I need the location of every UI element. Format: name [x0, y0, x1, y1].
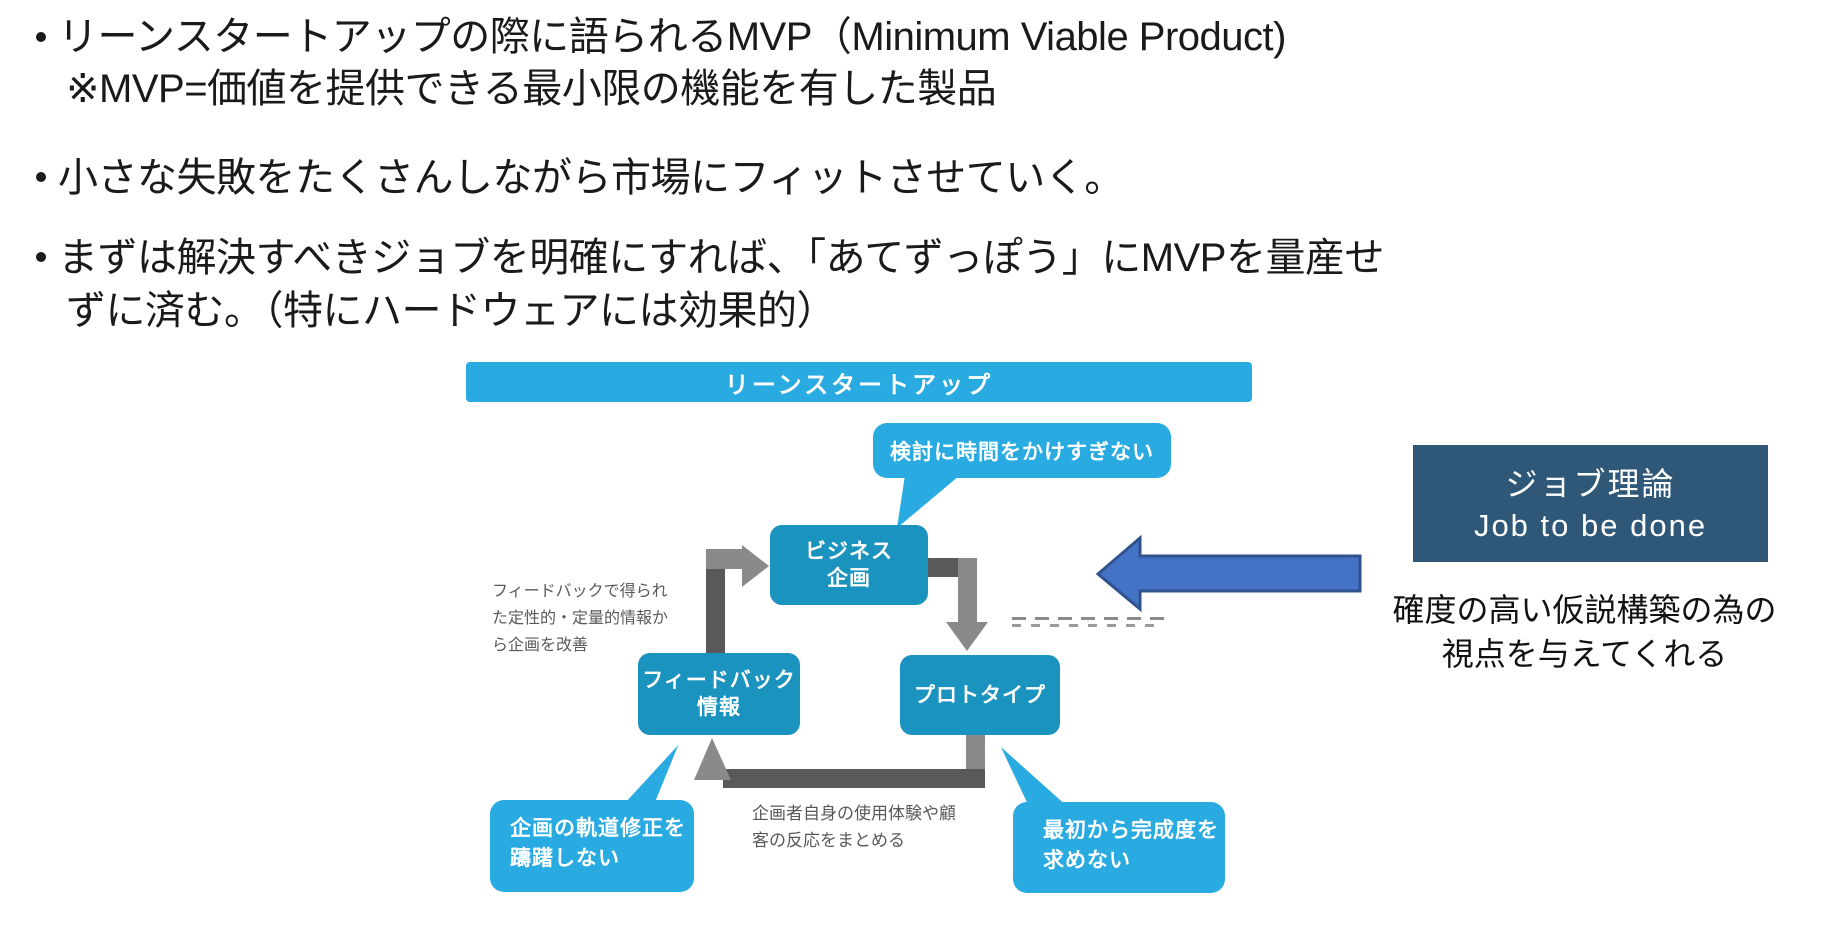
bullet-3-line-2: ずに済む。（特にハードウェアには効果的）	[66, 289, 837, 333]
note-left-line-2: た定性的・定量的情報か	[492, 610, 669, 627]
note-bottom-line-2: 客の反応をまとめる	[752, 831, 905, 850]
node-feedback-line-1: フィードバック	[642, 669, 796, 692]
node-business-line-1: ビジネス	[805, 540, 893, 563]
callout-bl-line-1: 企画の軌道修正を	[510, 817, 686, 840]
obscured-fragment-row	[1012, 624, 1155, 627]
bullet-3-line-1: まずは解決すべきジョブを明確にすれば、「あてずっぽう」にMVPを量産せ	[58, 236, 1384, 280]
arrow-prototype-to-feedback	[694, 735, 985, 788]
job-theory-caption-line-1: 確度の高い仮説構築の為の	[1392, 592, 1777, 628]
obscured-text-fragments	[1012, 617, 1170, 630]
node-feedback-line-2: 情報	[697, 696, 741, 719]
callout-bottom-left: 企画の軌道修正を 躊躇しない	[490, 800, 694, 892]
node-business-line-2: 企画	[827, 567, 871, 590]
note-bottom-line-1: 企画者自身の使用体験や顧	[752, 804, 956, 823]
bullet-2-line-1: 小さな失敗をたくさんしながら市場にフィットさせていく。	[58, 156, 1124, 200]
job-theory-caption: 確度の高い仮説構築の為の 視点を与えてくれる	[1352, 588, 1817, 676]
callout-br-line-2: 求めない	[1043, 849, 1131, 872]
callout-bottom-right: 最初から完成度を 求めない	[1013, 802, 1225, 893]
callout-bottom-left-tail	[624, 745, 679, 803]
lean-startup-title: リーンスタートアップ	[724, 371, 994, 399]
job-theory-title-jp: ジョブ理論	[1505, 465, 1676, 502]
job-theory-box: ジョブ理論 Job to be done	[1413, 445, 1768, 562]
bullet-dot	[36, 172, 46, 182]
bullet-dot	[36, 32, 46, 42]
bullet-1-line-1: リーンスタートアップの際に語られるMVP（Minimum Viable Prod…	[58, 15, 1286, 59]
note-left-line-3: ら企画を改善	[492, 637, 589, 654]
job-theory-title-en: Job to be done	[1473, 507, 1708, 543]
callout-top-text: 検討に時間をかけすぎない	[890, 440, 1154, 464]
job-theory-arrow	[1095, 534, 1362, 613]
bullet-dot	[36, 252, 46, 262]
lean-startup-title-bar: リーンスタートアップ	[466, 362, 1252, 402]
obscured-fragment-row	[1012, 617, 1170, 620]
callout-bl-line-2: 躊躇しない	[510, 847, 620, 870]
note-user-experience: 企画者自身の使用体験や顧 客の反応をまとめる	[752, 800, 956, 854]
arrow-feedback-to-business	[706, 545, 769, 653]
callout-top: 検討に時間をかけすぎない	[873, 423, 1171, 478]
node-feedback-info: フィードバック 情報	[638, 653, 800, 735]
bullet-1-line-2: ※MVP=価値を提供できる最小限の機能を有した製品	[66, 67, 997, 111]
job-theory-caption-line-2: 視点を与えてくれる	[1441, 636, 1728, 672]
note-feedback-improve: フィードバックで得られ た定性的・定量的情報か ら企画を改善	[492, 578, 668, 659]
callout-br-line-1: 最初から完成度を	[1043, 819, 1219, 842]
arrow-business-to-prototype	[928, 558, 988, 651]
callout-top-tail	[896, 476, 959, 528]
node-business-plan: ビジネス 企画	[770, 525, 928, 605]
node-prototype: プロトタイプ	[900, 655, 1060, 735]
node-prototype-line-1: プロトタイプ	[914, 683, 1046, 707]
note-left-line-1: フィードバックで得られ	[492, 583, 668, 600]
callout-bottom-right-tail	[1000, 747, 1066, 805]
